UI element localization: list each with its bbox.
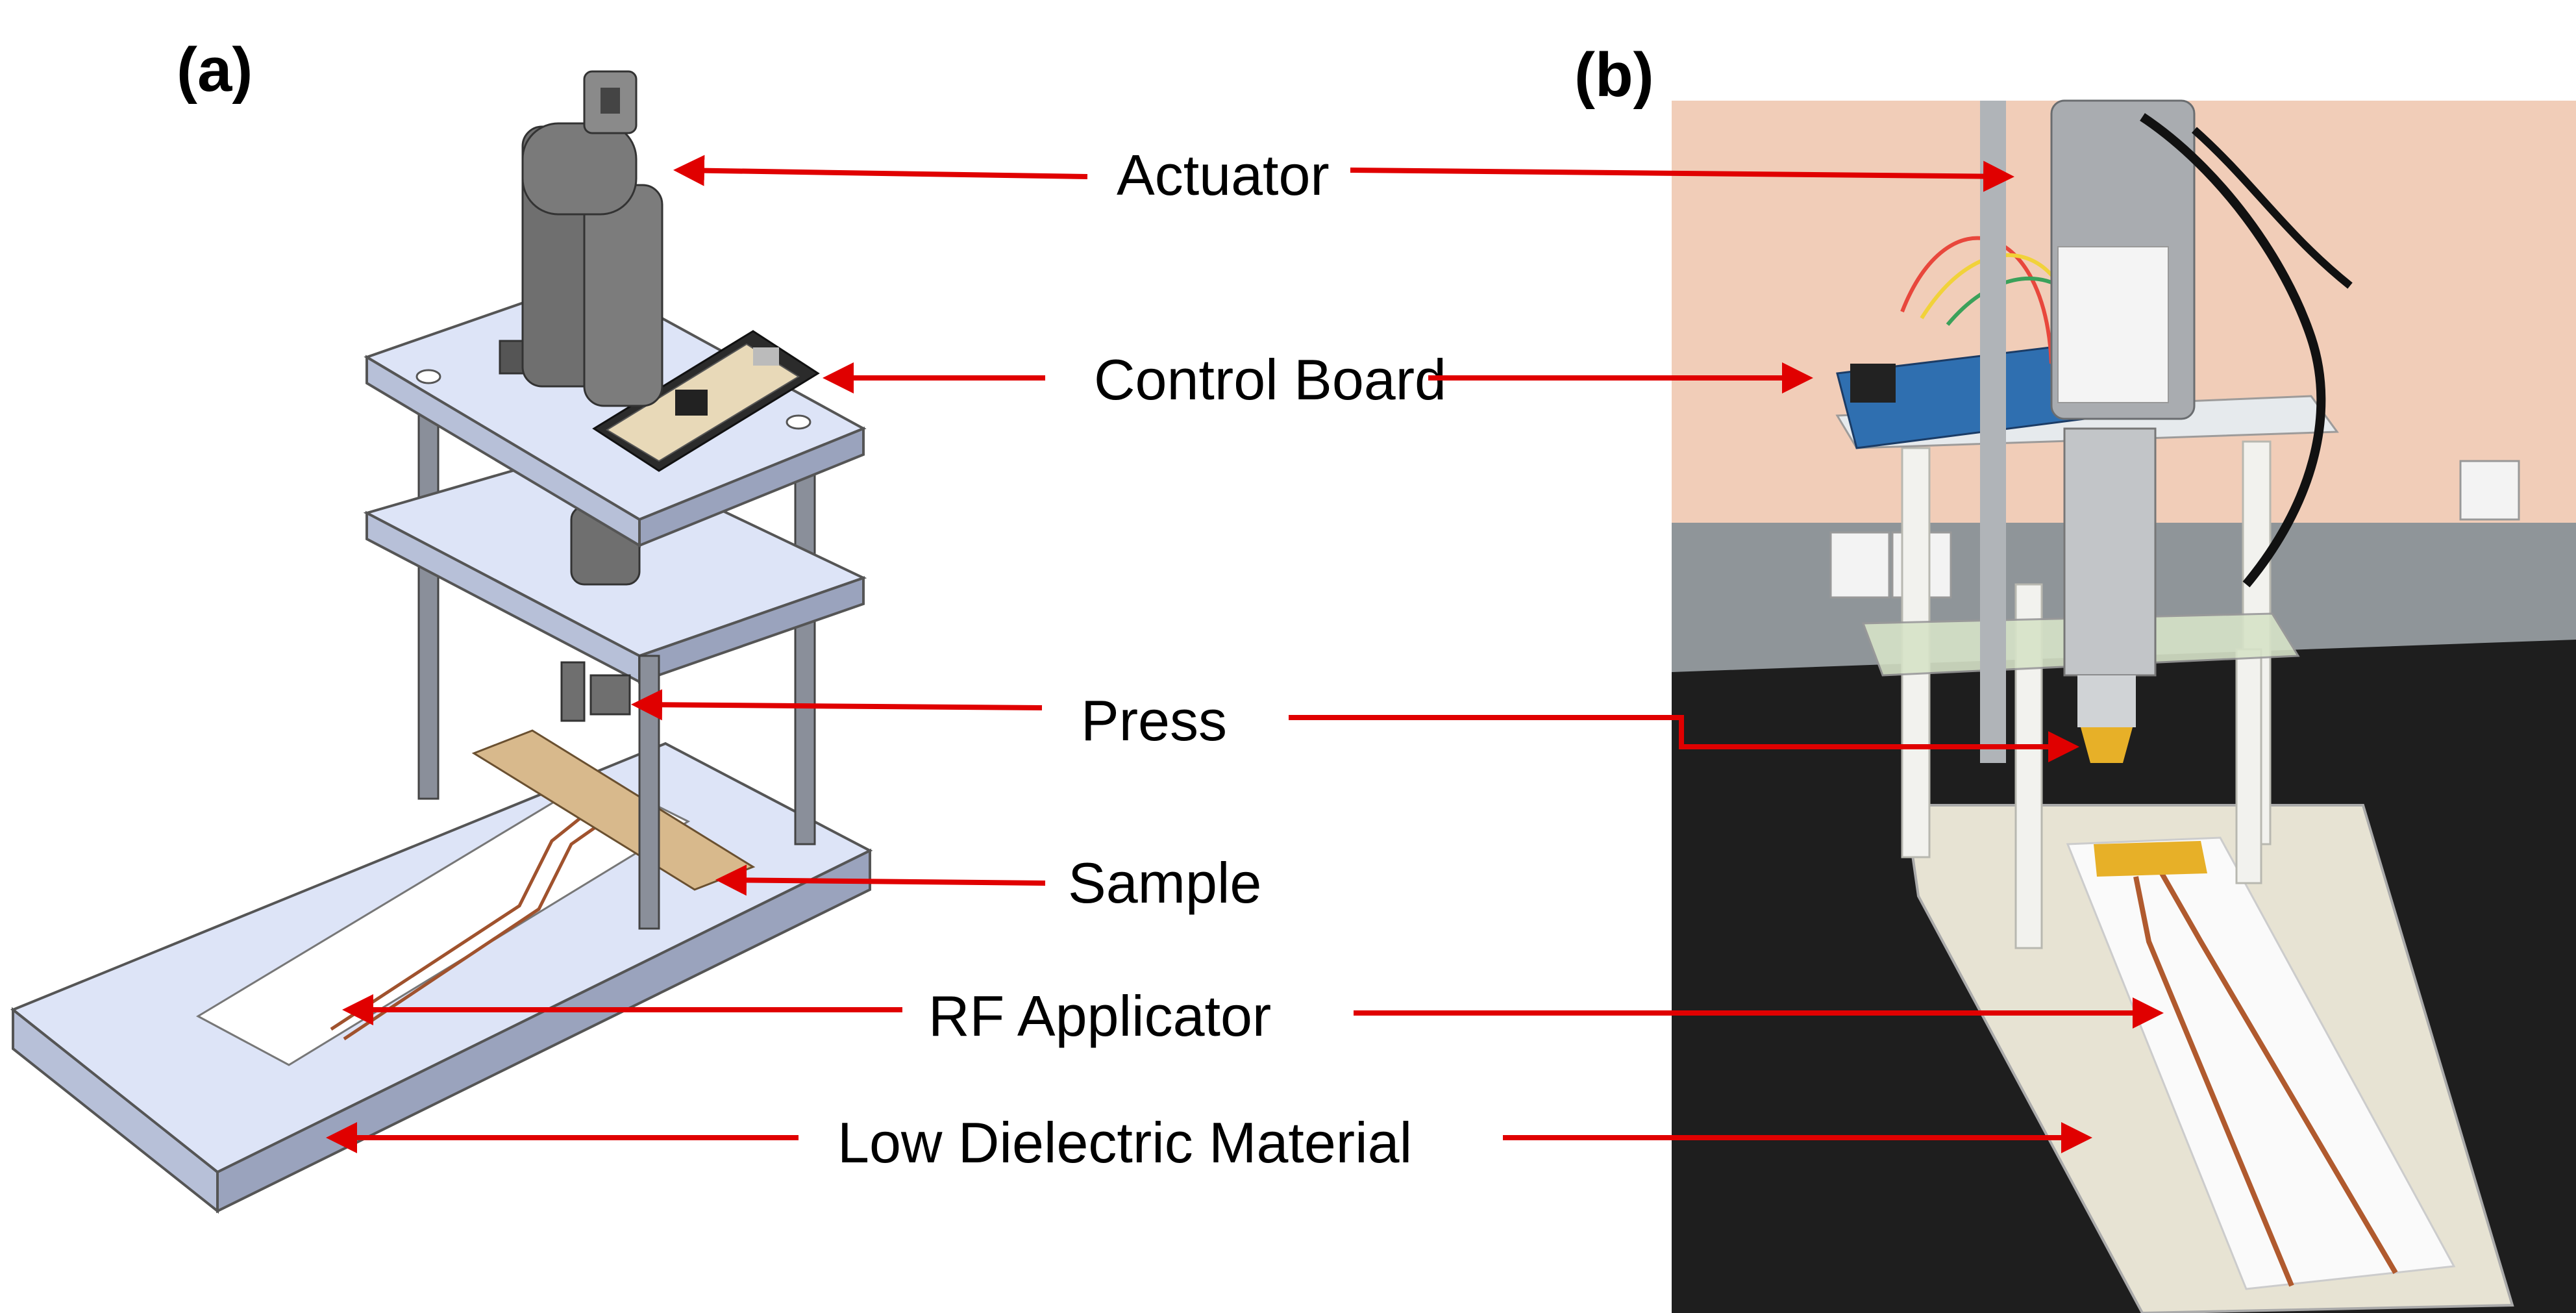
cad-control-board [592, 330, 820, 472]
callout-arrows [326, 155, 2164, 1153]
panel-label-a: (a) [177, 35, 253, 105]
cad-base-slab [10, 742, 873, 1214]
cad-front-rod [638, 655, 660, 930]
photo [1672, 99, 2576, 1313]
arrow-actuator-right [1350, 160, 2014, 192]
photo-sample [2094, 841, 2207, 877]
cad-drawing [10, 70, 873, 1214]
label-rf-applicator: RF Applicator [928, 984, 1271, 1048]
cad-rf-applicator [195, 775, 691, 1066]
arrow-press-left [631, 689, 1043, 721]
photo-actuator [1980, 99, 2353, 763]
label-low-dielectric: Low Dielectric Material [837, 1110, 1412, 1175]
label-control-board: Control Board [1094, 347, 1446, 412]
label-press: Press [1081, 688, 1227, 753]
label-actuator: Actuator [1117, 143, 1330, 207]
cad-sample [471, 729, 756, 891]
arrow-sample [715, 864, 1046, 896]
arrow-press-right [1289, 715, 2079, 762]
cad-press [560, 505, 641, 722]
cad-actuator [499, 70, 663, 407]
panel-label-b: (b) [1574, 40, 1654, 110]
photo-rf-applicator [2066, 836, 2456, 1290]
label-sample: Sample [1068, 851, 1261, 915]
arrow-actuator-left [673, 155, 1088, 186]
